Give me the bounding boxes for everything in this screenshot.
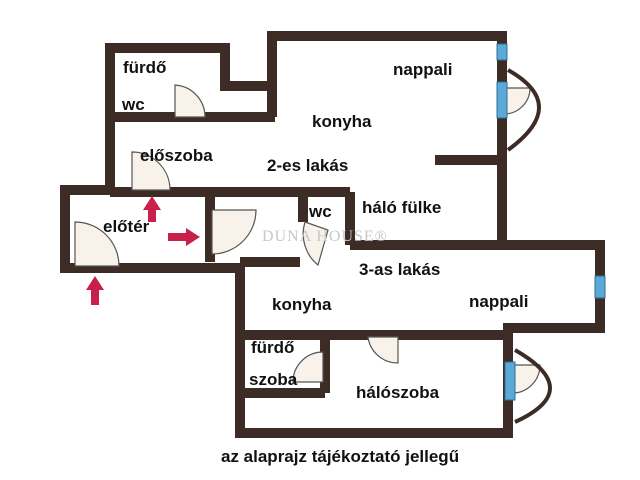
room-label: wc	[309, 202, 332, 221]
flat-title: 2-es lakás	[267, 156, 349, 175]
room-label: előtér	[103, 217, 150, 236]
arrow-up-icon	[143, 196, 161, 222]
door-wc	[174, 84, 206, 118]
room-label: szoba	[249, 370, 298, 389]
flat-title: 3-as lakás	[359, 260, 441, 279]
doors	[74, 84, 541, 394]
windows	[496, 43, 606, 401]
balconies	[506, 68, 552, 424]
disclaimer-note: az alaprajz tájékoztató jellegű	[221, 447, 460, 466]
door-eloszoba	[131, 151, 171, 191]
room-label: fürdő	[123, 58, 167, 77]
door-flat3	[211, 209, 257, 255]
arrow-right-icon	[168, 228, 200, 246]
door-wc2	[302, 221, 329, 267]
room-label: fürdő	[251, 338, 295, 357]
walls	[60, 31, 605, 438]
door-bath	[292, 351, 324, 383]
watermark: DUNA HOUSE®	[262, 228, 388, 245]
door-balcony2	[503, 87, 531, 115]
room-label: hálószoba	[356, 383, 440, 402]
room-label: nappali	[469, 292, 529, 311]
room-label: háló fülke	[362, 198, 442, 217]
room-label: wc	[122, 95, 145, 114]
entry-arrows	[86, 196, 200, 305]
door-bedroom	[367, 336, 399, 364]
arrow-up-icon	[86, 276, 104, 305]
room-label: konyha	[312, 112, 372, 131]
door-entrance	[74, 221, 120, 267]
room-label: előszoba	[140, 146, 213, 165]
room-label: konyha	[272, 295, 332, 314]
room-label: nappali	[393, 60, 453, 79]
